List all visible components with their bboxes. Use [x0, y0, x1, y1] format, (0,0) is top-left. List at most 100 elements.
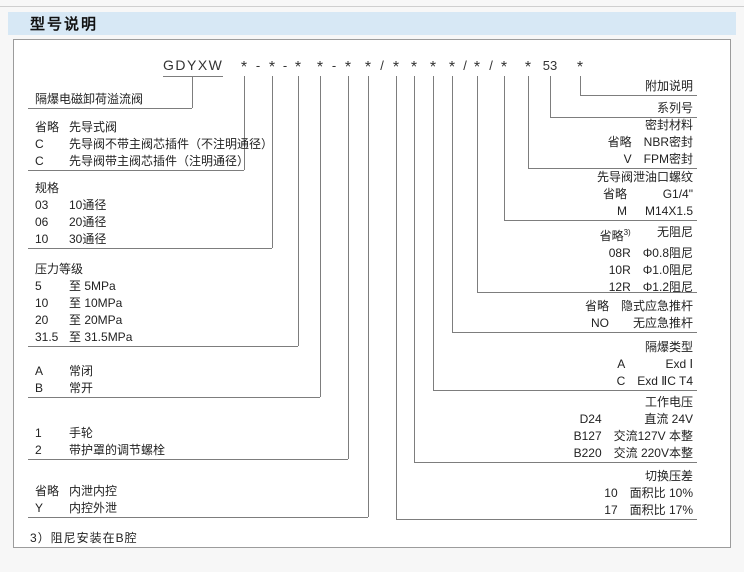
row-label: 常开 — [69, 381, 94, 395]
row-code: 10 — [35, 232, 49, 246]
row-label: 交流 220V本整 — [613, 446, 693, 460]
connector-vline — [452, 76, 453, 332]
row-code: A — [617, 357, 626, 371]
connector-vline — [368, 76, 369, 517]
connector-vline — [504, 76, 505, 220]
row-code: 1 — [35, 426, 42, 440]
row-code: 省略 — [35, 120, 60, 134]
block-drain-control: 省略内泄内控 Y 内控外泄 — [35, 483, 117, 517]
row-code: 10R — [608, 263, 631, 277]
row-code: 省略 — [602, 187, 627, 201]
row-label: 至 5MPa — [69, 279, 116, 293]
row-label: 至 10MPa — [69, 296, 123, 310]
row-code: B220 — [573, 446, 602, 460]
field-underline — [477, 292, 697, 293]
row-code: 03 — [35, 198, 49, 212]
code-token-star: * — [429, 59, 437, 76]
code-token-star: * — [268, 59, 276, 76]
row-label: Exd Ⅰ — [665, 357, 693, 371]
row-code: 17 — [604, 503, 618, 517]
row-code: NO — [590, 316, 609, 330]
row-code: C — [35, 137, 44, 151]
row-title: 隔爆类型 — [644, 340, 693, 354]
row-title: 附加说明 — [644, 79, 693, 93]
field-underline — [28, 346, 298, 347]
row-label: 先导式阀 — [69, 120, 118, 134]
row-code: 08R — [608, 246, 631, 260]
row-title: 压力等级 — [35, 262, 84, 276]
row-title: 切换压差 — [644, 469, 693, 483]
connector-vline — [192, 76, 193, 108]
field-underline — [28, 248, 272, 249]
connector-vline — [272, 76, 273, 248]
field-underline — [28, 170, 244, 171]
connector-vline — [528, 76, 529, 168]
row-code: 省略 — [35, 484, 60, 498]
row-title: 隔爆电磁卸荷溢流阀 — [35, 92, 144, 106]
row-label: 至 20MPa — [69, 313, 123, 327]
code-token-separator: - — [282, 58, 288, 73]
connector-vline — [580, 76, 581, 95]
field-underline — [414, 462, 697, 463]
row-label: 10通径 — [69, 198, 107, 212]
code-token-star: * — [448, 59, 456, 76]
field-underline — [550, 117, 697, 118]
row-code: A — [35, 364, 44, 378]
row-code: 5 — [35, 279, 42, 293]
field-underline — [28, 459, 348, 460]
row-code: 省略3) — [599, 228, 631, 243]
code-token-star: * — [576, 59, 584, 76]
row-label: 先导阀不带主阀芯插件（不注明通径） — [69, 137, 274, 151]
row-label: 无应急推杆 — [632, 316, 693, 330]
code-token-star: * — [316, 59, 324, 76]
connector-vline — [550, 76, 551, 117]
code-token-star: * — [240, 59, 248, 76]
block-additional-notes: 附加说明 — [645, 78, 693, 95]
row-code: M — [616, 204, 627, 218]
field-underline — [580, 95, 697, 96]
row-label: 内泄内控 — [69, 484, 118, 498]
code-token-separator: - — [331, 58, 337, 73]
row-code: 省略 — [607, 135, 632, 149]
page-top-rule — [0, 6, 744, 7]
code-token-star: * — [524, 59, 532, 76]
row-label: Φ0.8阻尼 — [642, 246, 693, 260]
row-label: 交流127V 本整 — [613, 429, 693, 443]
row-title: 先导阀泄油口螺纹 — [596, 170, 693, 184]
section-title: 型号说明 — [30, 16, 99, 33]
row-title: 工作电压 — [644, 395, 693, 409]
row-label: 30通径 — [69, 232, 107, 246]
row-label: FPM密封 — [643, 152, 693, 166]
footnote: 3）阻尼安装在B腔 — [30, 531, 138, 545]
row-code: Y — [35, 501, 44, 515]
row-code: 10 — [35, 296, 49, 310]
row-label: 无阻尼 — [656, 225, 693, 239]
model-prefix-underline — [163, 76, 223, 77]
code-token-star: * — [392, 59, 400, 76]
row-code: B127 — [573, 429, 602, 443]
connector-vline — [298, 76, 299, 346]
row-label: 先导阀带主阀芯插件（注明通径） — [69, 154, 250, 168]
row-code: 20 — [35, 313, 49, 327]
connector-vline — [396, 76, 397, 519]
row-label: 常闭 — [69, 364, 94, 378]
code-token-star: * — [410, 59, 418, 76]
code-token-star: * — [294, 59, 302, 76]
row-code: V — [623, 152, 632, 166]
row-title: 密封材料 — [644, 118, 693, 132]
field-underline — [528, 168, 697, 169]
row-label: 内控外泄 — [69, 501, 118, 515]
row-code: 2 — [35, 443, 42, 457]
section-header: 型号说明 — [8, 12, 736, 35]
block-valve-name: 隔爆电磁卸荷溢流阀 — [35, 91, 143, 108]
row-label: 隐式应急推杆 — [620, 299, 693, 313]
field-underline — [504, 220, 697, 221]
row-code: D24 — [579, 412, 602, 426]
